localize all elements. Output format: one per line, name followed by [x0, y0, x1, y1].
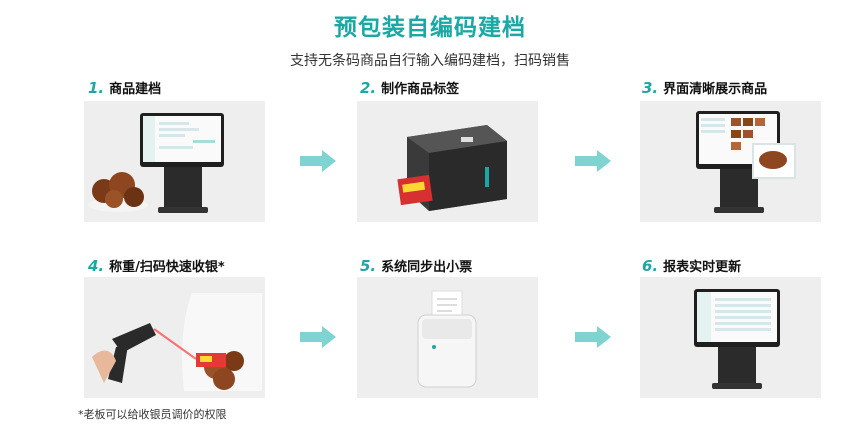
report-screen: [697, 292, 777, 342]
right-arrow-icon: [300, 326, 336, 348]
step-5-number: 5.: [360, 257, 377, 275]
receipt-printer-icon: [417, 290, 477, 388]
step-2-image: [357, 101, 538, 222]
pos-base: [712, 383, 762, 389]
food-zoom-box: [752, 143, 796, 179]
pos-base: [714, 207, 764, 213]
pos-stand: [164, 167, 202, 211]
step-6-number: 6.: [642, 257, 659, 275]
step-6-text: 报表实时更新: [663, 260, 742, 275]
footnote: *老板可以给收银员调价的权限: [78, 408, 227, 421]
pos-monitor: [694, 289, 780, 347]
pos-monitor: [140, 113, 224, 167]
pos-base: [158, 207, 208, 213]
right-arrow-icon: [575, 326, 611, 348]
pos-screen: [143, 116, 221, 162]
step-6-label: 6. 报表实时更新: [642, 256, 741, 275]
right-arrow-icon: [300, 150, 336, 172]
step-1-text: 商品建档: [109, 82, 162, 97]
step-3-number: 3.: [642, 79, 659, 97]
step-4-image: [84, 277, 265, 398]
page-title: 预包装自编码建档: [334, 15, 526, 41]
barcode-scanner-icon: [92, 293, 262, 391]
step-3-image: [640, 101, 821, 222]
step-4-text: 称重/扫码快速收银*: [109, 260, 225, 275]
step-1-label: 1. 商品建档: [88, 78, 161, 97]
step-5-label: 5. 系统同步出小票: [360, 256, 472, 275]
product-grid-screen: [699, 114, 777, 164]
step-3-text: 界面清晰展示商品: [663, 82, 768, 97]
step-1-number: 1.: [88, 79, 105, 97]
step-2-number: 2.: [360, 79, 377, 97]
step-5-image: [357, 277, 538, 398]
page-subtitle: 支持无条码商品自行输入编码建档，扫码销售: [290, 53, 570, 69]
label-printer-icon: [397, 125, 507, 211]
step-5-text: 系统同步出小票: [381, 260, 473, 275]
step-2-label: 2. 制作商品标签: [360, 78, 459, 97]
food-plate-icon: [88, 172, 148, 212]
right-arrow-icon: [575, 150, 611, 172]
pos-stand: [718, 347, 756, 387]
step-4-number: 4.: [88, 257, 105, 275]
pos-stand: [720, 169, 758, 211]
step-4-label: 4. 称重/扫码快速收银*: [88, 256, 225, 275]
step-6-image: [640, 277, 821, 398]
step-3-label: 3. 界面清晰展示商品: [642, 78, 767, 97]
step-1-image: [84, 101, 265, 222]
step-2-text: 制作商品标签: [381, 82, 460, 97]
